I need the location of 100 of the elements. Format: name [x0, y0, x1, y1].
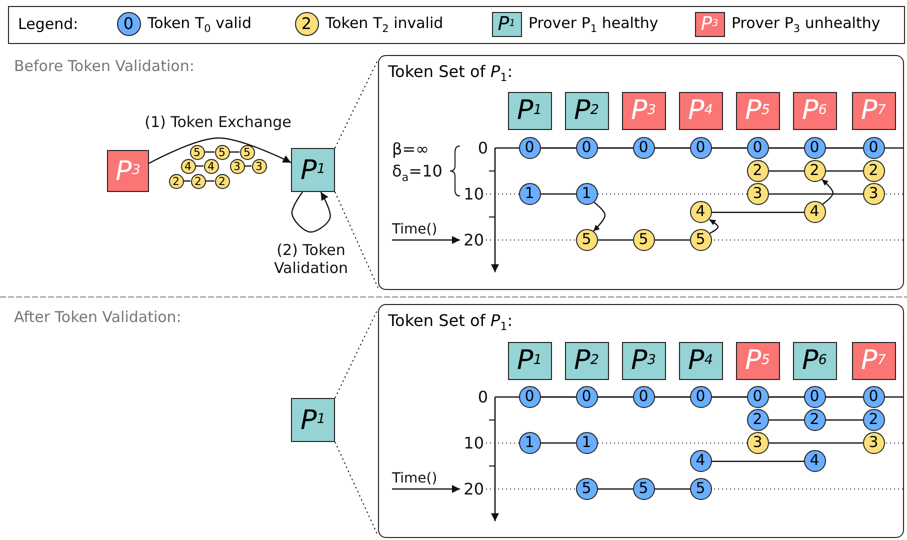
invalid-token-circle: 5 — [240, 144, 254, 160]
connector-line — [826, 170, 863, 172]
connector-line — [769, 170, 804, 172]
invalid-token-circle: 2 — [294, 12, 318, 36]
tick-label: 0 — [478, 138, 488, 158]
token-set-panel — [378, 55, 904, 290]
axis-label: Time() — [392, 222, 438, 238]
valid-token-circle: 0 — [576, 386, 598, 408]
panel-heading: Token Set of P$_{1}$: — [388, 311, 513, 334]
valid-token-circle: 0 — [632, 136, 654, 158]
panel-heading: Token Set of P$_{1}$: — [388, 62, 513, 85]
connector-line — [598, 488, 633, 490]
invalid-token-circle: 2 — [214, 174, 230, 188]
valid-token-circle: 5 — [690, 478, 712, 500]
connector-line — [712, 396, 747, 398]
connector-line — [826, 419, 863, 421]
valid-token-circle: 5 — [576, 478, 598, 500]
arrow — [291, 192, 331, 233]
valid-token-circle: 1 — [518, 182, 540, 204]
invalid-token-circle: 5 — [576, 228, 598, 250]
arrow — [148, 137, 292, 164]
connector-line — [769, 193, 863, 195]
valid-token-circle: 0 — [632, 386, 654, 408]
tick-label: 20 — [464, 479, 484, 499]
connector-line — [655, 239, 690, 241]
invalid-token-circle: 3 — [862, 182, 884, 204]
valid-token-circle: 0 — [746, 386, 768, 408]
invalid-token-circle: 3 — [230, 158, 244, 174]
tick-label: 10 — [464, 184, 484, 204]
tick-label: 20 — [464, 230, 484, 250]
invalid-token-circle: 3 — [252, 158, 266, 174]
connector-line — [541, 147, 576, 149]
connector-line — [769, 442, 863, 444]
valid-token-circle: 0 — [116, 12, 140, 36]
invalid-token-circle: 5 — [632, 228, 654, 250]
parameter-label: δ$_{a}$=10 — [392, 162, 442, 184]
valid-token-circle: 0 — [746, 136, 768, 158]
connector-line — [598, 147, 633, 149]
connector-line — [712, 212, 804, 213]
invalid-token-circle: 5 — [690, 228, 712, 250]
valid-token-circle: 5 — [632, 478, 654, 500]
valid-token-circle: 2 — [804, 408, 826, 430]
invalid-token-circle: 3 — [746, 432, 768, 454]
valid-token-circle: 4 — [690, 450, 712, 472]
connector-line — [655, 396, 690, 398]
connector-line — [712, 460, 804, 462]
connector-line — [655, 488, 690, 490]
arrow — [822, 179, 834, 205]
legend-box — [8, 6, 905, 44]
invalid-token-circle: 2 — [190, 174, 206, 188]
valid-token-circle: 2 — [746, 408, 768, 430]
valid-token-circle: 0 — [518, 136, 540, 158]
connector-line — [826, 147, 863, 149]
valid-token-circle: 0 — [690, 386, 712, 408]
invalid-token-circle: 2 — [804, 160, 826, 182]
valid-token-circle: 0 — [690, 136, 712, 158]
parameter-label: β=∞ — [392, 139, 429, 159]
invalid-token-circle: 2 — [746, 160, 768, 182]
valid-token-circle: 1 — [518, 432, 540, 454]
section-heading: Before Token Validation: — [14, 57, 194, 75]
tick-label: 10 — [464, 433, 484, 453]
valid-token-circle: 0 — [804, 386, 826, 408]
arrow — [709, 219, 719, 234]
valid-token-circle: 1 — [576, 432, 598, 454]
legend-text: Token T$_{2}$ invalid — [326, 14, 444, 36]
invalid-token-circle: 4 — [204, 158, 218, 174]
valid-token-circle: 2 — [862, 408, 884, 430]
invalid-token-circle: 4 — [804, 200, 826, 223]
invalid-token-circle: 4 — [180, 158, 196, 174]
connector-line — [769, 419, 804, 421]
axis-label: Time() — [392, 470, 438, 488]
invalid-token-circle: 2 — [168, 174, 184, 188]
legend-title: Legend: — [18, 15, 78, 33]
connector-line — [230, 151, 240, 153]
connector-line — [769, 396, 804, 398]
invalid-token-circle: 2 — [862, 160, 884, 182]
valid-token-circle: 0 — [862, 136, 884, 158]
zoom-line — [334, 442, 378, 536]
token-set-panel — [378, 304, 904, 538]
valid-token-circle: 4 — [804, 450, 826, 472]
connector-line — [598, 239, 633, 241]
connector-line — [769, 147, 804, 149]
invalid-token-circle: 5 — [214, 144, 230, 160]
connector-line — [204, 151, 214, 153]
arrow — [593, 202, 606, 232]
connector-line — [541, 193, 576, 195]
valid-token-circle: 1 — [576, 182, 598, 204]
connector-line — [655, 147, 690, 149]
tick-label: 0 — [478, 387, 488, 407]
legend-text: Prover P$_{3}$ unhealthy — [732, 14, 880, 36]
connector-line — [826, 396, 863, 398]
legend-text: Token T$_{0}$ valid — [148, 14, 252, 36]
connector-line — [541, 442, 576, 444]
legend-text: Prover P$_{1}$ healthy — [528, 14, 658, 36]
invalid-token-circle: 5 — [190, 144, 204, 160]
connector-line — [712, 147, 747, 149]
valid-token-circle: 0 — [518, 386, 540, 408]
zoom-line — [334, 192, 378, 288]
connector-line — [541, 396, 576, 398]
valid-token-circle: 0 — [576, 136, 598, 158]
